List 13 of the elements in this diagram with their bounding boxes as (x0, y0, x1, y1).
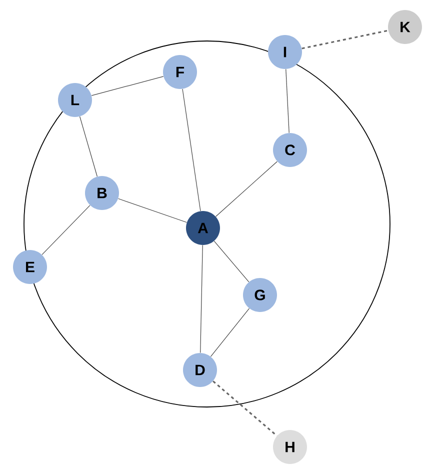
connector-line (214, 240, 250, 282)
connector-line (302, 30, 388, 50)
connector-line (216, 161, 278, 217)
connector-line (200, 244, 203, 354)
boundary-circle (24, 40, 390, 408)
connector-line (182, 88, 201, 212)
connector-line (210, 308, 250, 357)
connector-line (286, 68, 290, 134)
connector-line (91, 76, 164, 96)
connector-line (212, 380, 278, 436)
connector-line (42, 205, 90, 255)
connector-line (80, 116, 98, 177)
connector-line (118, 198, 188, 223)
